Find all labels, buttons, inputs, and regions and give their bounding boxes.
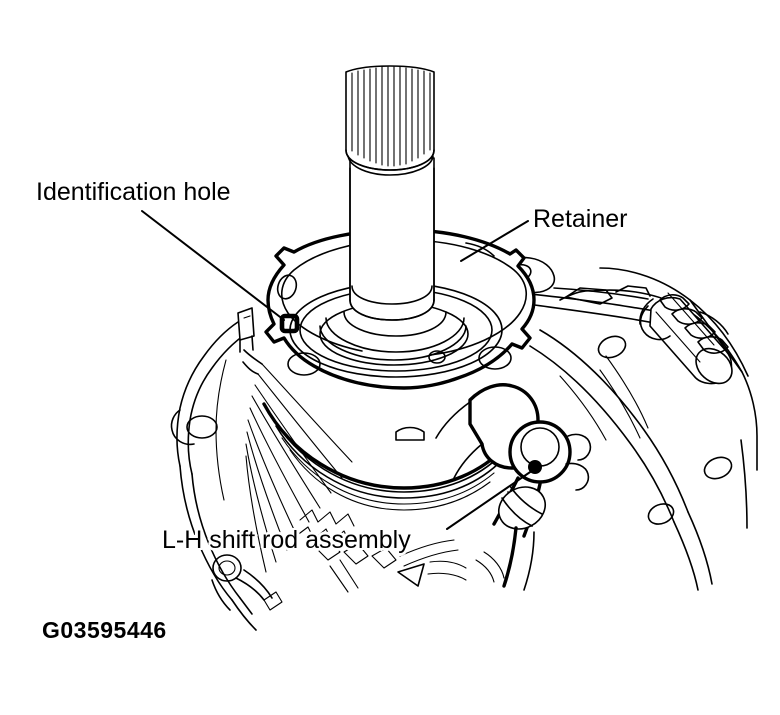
transmission-case <box>529 267 758 591</box>
callout-label-identification-hole: Identification hole <box>36 178 231 206</box>
ring-gear-teeth <box>242 349 459 573</box>
shaft-spline-lines <box>351 66 431 167</box>
ribbed-boot-connector <box>639 292 733 385</box>
input-shaft <box>345 65 435 321</box>
callout-leader-lines <box>141 210 537 530</box>
callout-label-l-h-shift-rod-assembly: L-H shift rod assembly <box>162 526 411 554</box>
callout-label-retainer: Retainer <box>533 205 628 233</box>
leader-shift-rod <box>446 467 537 530</box>
identification-hole-square <box>279 313 300 334</box>
case-bottom-detail <box>211 551 505 611</box>
case-left-flange <box>170 321 257 631</box>
leader-identification-hole <box>141 210 285 321</box>
l-h-shift-rod-assembly <box>435 383 592 591</box>
case-left-tab <box>237 307 255 353</box>
figure-id-code: G03595446 <box>42 617 167 643</box>
leader-retainer <box>460 220 529 262</box>
